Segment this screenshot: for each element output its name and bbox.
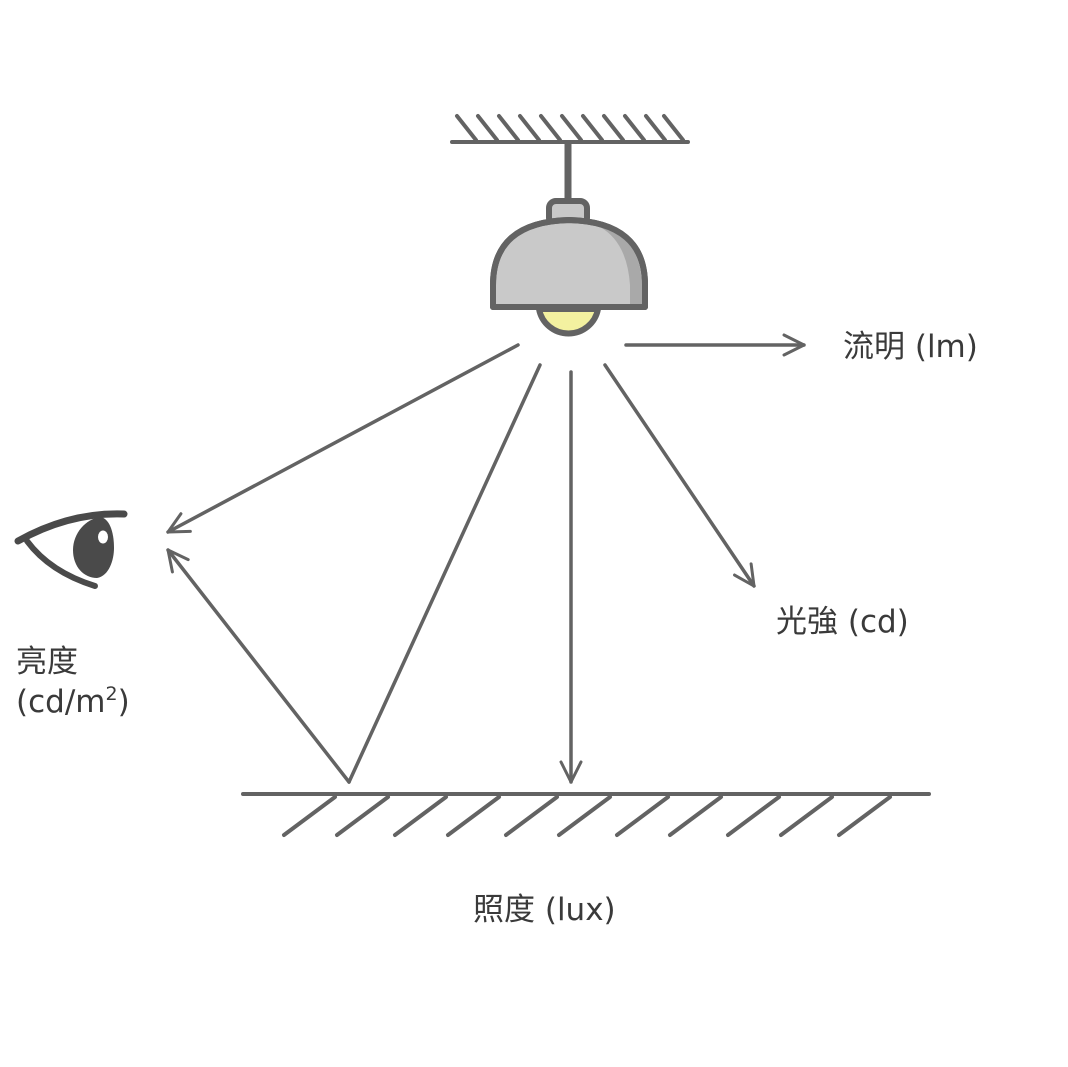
luminance-name: 亮度 [16, 644, 78, 680]
luminous-intensity-arrow [603, 363, 756, 588]
illuminance-label: 照度 (lux) [473, 892, 616, 928]
lamp-bulb [535, 306, 602, 337]
luminance-unit-close: ) [117, 683, 130, 720]
ceiling-mount-icon [450, 114, 690, 144]
pendant-lamp-icon [490, 142, 648, 337]
luminance-exponent: 2 [105, 682, 118, 705]
luminance-unit: (cd/m [16, 683, 106, 720]
ray-to-floor [347, 363, 542, 784]
direct-to-eye-arrow [166, 343, 520, 534]
eye-icon [14, 510, 128, 589]
luminous-intensity-label: 光強 (cd) [776, 604, 909, 640]
luminance-label: 亮度 (cd/m2) [16, 644, 130, 721]
luminous-flux-label: 流明 (lm) [843, 329, 978, 365]
reflected-to-eye-arrow [166, 548, 351, 784]
luminance-unit-line: (cd/m2) [16, 682, 130, 721]
floor-surface-icon [241, 792, 931, 837]
